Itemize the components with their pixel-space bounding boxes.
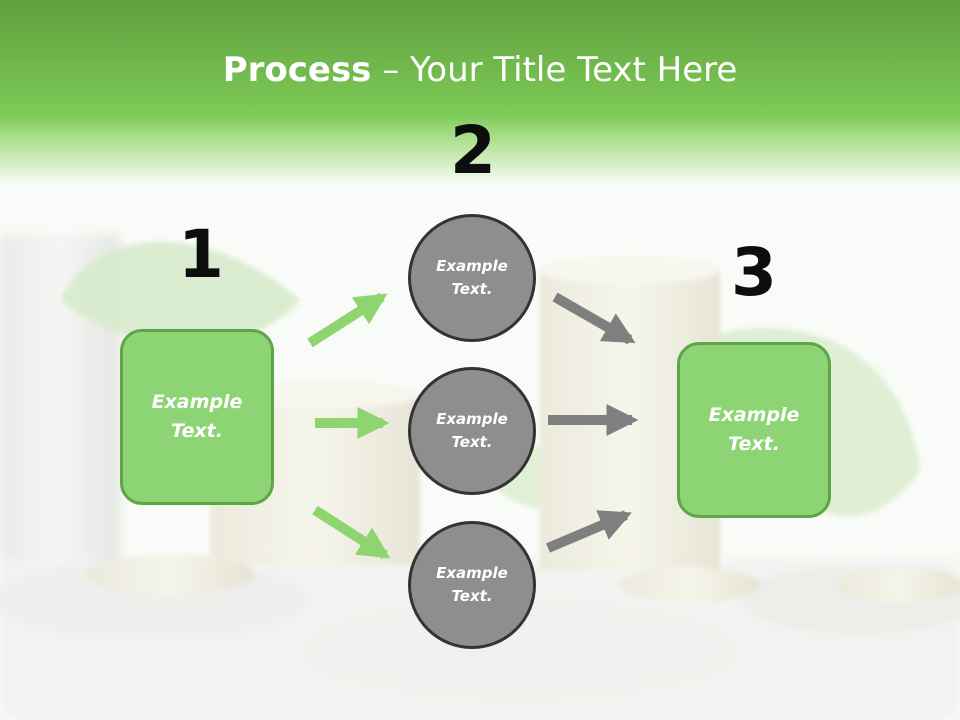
- step-number-3: 3: [731, 234, 777, 311]
- right-step-box: Example Text.: [677, 342, 831, 518]
- header-band: [0, 0, 960, 185]
- step-number-1: 1: [178, 216, 224, 293]
- title-rest: – Your Title Text Here: [371, 50, 738, 90]
- circle-middle-text: Example Text.: [436, 410, 508, 451]
- left-step-box-text: Example Text.: [151, 391, 243, 442]
- circle-top-text: Example Text.: [436, 257, 508, 298]
- title-bold: Process: [222, 50, 372, 90]
- left-step-box: Example Text.: [120, 329, 274, 505]
- slide-title: Process – Your Title Text Here: [0, 50, 960, 90]
- circle-top: Example Text.: [408, 214, 536, 342]
- arrow-to-circle-bottom: [312, 505, 391, 560]
- right-step-box-text: Example Text.: [708, 404, 800, 455]
- circle-middle: Example Text.: [408, 367, 536, 495]
- arrow-from-circle-top: [552, 292, 636, 345]
- circle-bottom: Example Text.: [408, 521, 536, 649]
- arrow-to-circle-top: [307, 292, 388, 348]
- step-number-2: 2: [450, 112, 496, 189]
- circle-bottom-text: Example Text.: [436, 564, 508, 605]
- arrow-from-circle-bottom: [546, 510, 632, 553]
